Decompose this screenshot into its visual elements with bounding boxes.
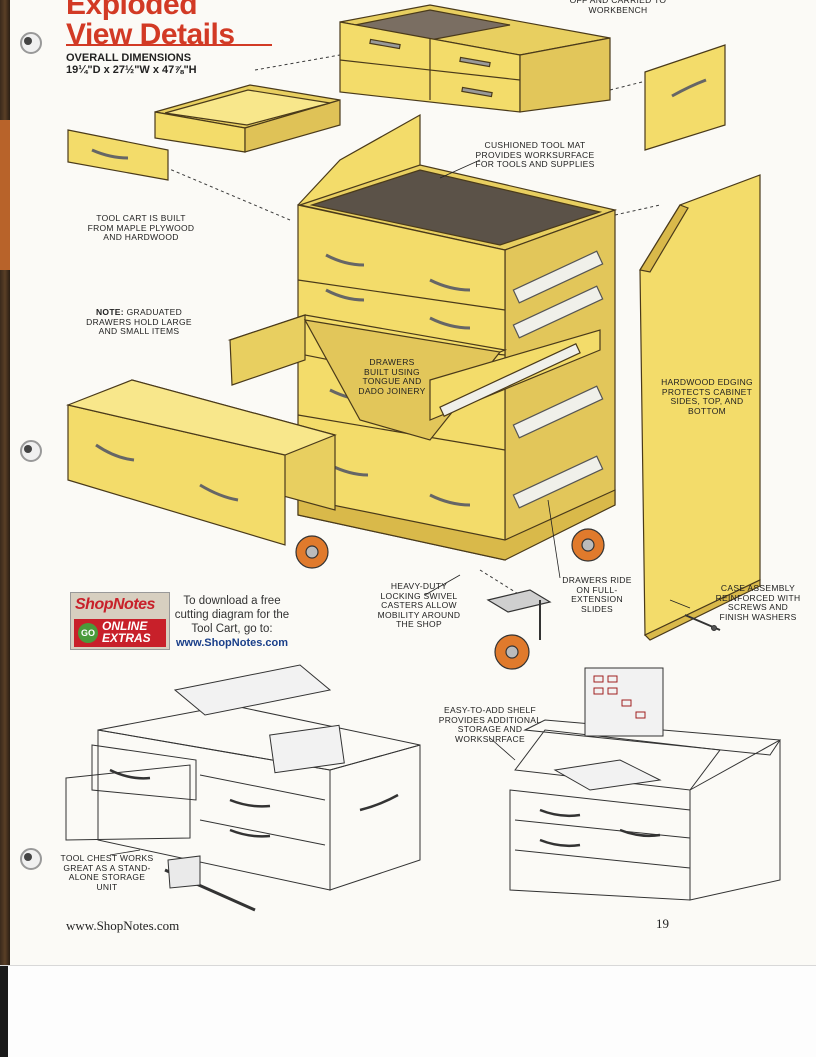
binding-tab — [0, 120, 10, 270]
online-extras-box: GO ONLINE EXTRAS — [74, 619, 166, 647]
online-extras-promo: ShopNotes GO ONLINE EXTRAS To download a… — [70, 592, 290, 652]
go-icon: GO — [78, 623, 98, 643]
callout-joinery: DRAWERS BUILT USING TONGUE AND DADO JOIN… — [358, 357, 426, 396]
page-number: 19 — [656, 916, 669, 931]
overall-dimensions-value: 19¼"D x 27½"W x 47⅞"H — [66, 64, 197, 76]
binder-hole — [20, 32, 42, 54]
side-drawer-front-right — [644, 44, 726, 151]
page-binding-edge — [0, 0, 10, 965]
open-drawer — [227, 314, 601, 441]
binder-hole — [20, 848, 42, 870]
promo-text: To download a free cutting diagram for t… — [174, 595, 290, 635]
callout-shelf: EASY-TO-ADD SHELF PROVIDES ADDITIONAL ST… — [438, 705, 542, 744]
callout-edging: HARDWOOD EDGING PROTECTS CABINET SIDES, … — [661, 377, 753, 416]
note-text: GRADUATED DRAWERS HOLD LARGE AND SMALL I… — [86, 307, 192, 336]
large-drawer — [65, 379, 337, 546]
title-underline — [66, 44, 272, 46]
exploded-view-illustration — [65, 4, 781, 912]
callout-slides: DRAWERS RIDE ON FULL-EXTENSION SLIDES — [562, 575, 632, 614]
callout-note: NOTE: GRADUATED DRAWERS HOLD LARGE AND S… — [76, 307, 202, 337]
caster-wheels — [295, 528, 605, 670]
note-label: NOTE: — [95, 307, 124, 317]
scan-edge — [0, 966, 8, 1057]
screw-detail — [684, 614, 721, 631]
shelf-cart-sketch — [509, 667, 781, 901]
callout-tool-mat: CUSHIONED TOOL MAT PROVIDES WORKSURFACE … — [475, 140, 595, 169]
callout-material: TOOL CART IS BUILT FROM MAPLE PLYWOOD AN… — [87, 213, 195, 242]
callout-tool-chest: TOOL CHEST WORKS GREAT AS A STAND-ALONE … — [60, 853, 154, 892]
shopnotes-online-extras-logo: ShopNotes GO ONLINE EXTRAS — [70, 592, 170, 650]
small-drawer-front — [67, 129, 169, 181]
promo-text-block: To download a free cutting diagram for t… — [174, 594, 290, 650]
footer-url: www.ShopNotes.com — [66, 918, 180, 933]
overall-dimensions-label: OVERALL DIMENSIONS — [66, 52, 192, 64]
scan-bottom-margin — [0, 965, 816, 1057]
callout-top-right: OFF AND CARRIED TO WORKBENCH — [569, 0, 667, 15]
page-title: Exploded View Details — [66, 0, 235, 50]
magazine-page: Exploded View Details OVERALL DIMENSIONS… — [0, 0, 801, 965]
title-line-1: Exploded — [66, 0, 198, 21]
promo-extras-label: EXTRAS — [102, 631, 151, 645]
cabinet-side-panel — [639, 174, 761, 641]
small-drawer-box — [154, 84, 341, 153]
promo-brand: ShopNotes — [75, 596, 155, 613]
shelf-unit-top — [339, 4, 611, 113]
callout-case-assembly: CASE ASSEMBLY REINFORCED WITH SCREWS AND… — [715, 583, 801, 622]
promo-online-label: ONLINE — [102, 619, 148, 633]
tool-chest-sketch — [65, 664, 421, 912]
callout-casters: HEAVY-DUTY LOCKING SWIVEL CASTERS ALLOW … — [377, 581, 461, 629]
promo-url-link[interactable]: www.ShopNotes.com — [175, 637, 289, 649]
binder-hole — [20, 440, 42, 462]
